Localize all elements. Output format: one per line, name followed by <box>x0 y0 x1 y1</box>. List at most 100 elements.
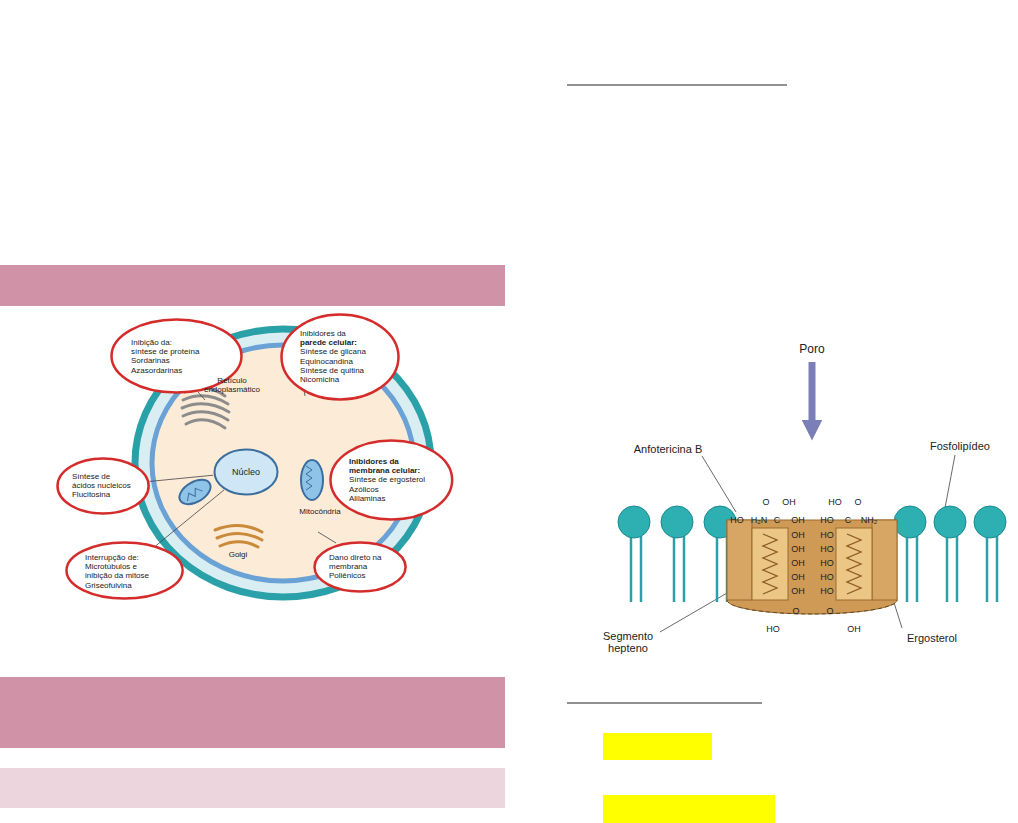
membrane-pore <box>763 534 777 594</box>
node-text: Núcleo <box>232 467 260 477</box>
chemical-group: HO <box>820 573 834 583</box>
node-text: Griseofulvina <box>85 580 132 589</box>
ellipse-outline <box>57 459 148 514</box>
mitochondrion <box>175 475 214 509</box>
node-text: Azasordarinas <box>131 365 182 374</box>
part-label: Anfotericina B <box>634 443 702 455</box>
golgi-apparatus <box>215 525 262 532</box>
leader-line <box>156 490 224 546</box>
membrane-pore <box>836 528 872 600</box>
node-text: Inibição da: <box>131 338 172 347</box>
organelle-label: Mitocôndria <box>299 508 340 517</box>
pore-arrow <box>812 362 813 430</box>
node-text: Dano direto na membrana <box>329 553 391 571</box>
mechanism-ellipse: Síntese de ácidos nucleicosFlucitosina <box>56 457 150 515</box>
node-text: Azólicos <box>349 485 379 494</box>
chemical-group: OH <box>791 573 805 583</box>
organelle-label: Retículo endoplasmático <box>200 377 264 395</box>
mechanism-ellipse: Inibidores daparede celular:Síntese de g… <box>280 313 400 401</box>
node-text: Síntese de glicana <box>300 348 366 357</box>
node-text: síntese de proteína <box>131 347 200 356</box>
section-band <box>0 768 505 808</box>
membrane-pore <box>727 600 897 614</box>
membrane-pore <box>727 520 897 614</box>
chemical-group: HO <box>766 625 780 635</box>
node-body: Dano direto na membranaPoliênicos <box>329 553 391 581</box>
highlight-mark <box>603 733 712 760</box>
membrane-pore <box>847 534 861 594</box>
node-body: Inibição da:síntese de proteínaSordarina… <box>131 338 221 375</box>
highlight-mark <box>603 795 775 823</box>
node-text: Alilaminas <box>349 494 385 503</box>
section-band <box>0 677 505 748</box>
chemical-group: HO <box>820 559 834 569</box>
node-text: Inibidores da membrana celular: <box>349 457 433 475</box>
phospholipid <box>683 536 686 602</box>
organelle-label: Golgi <box>229 551 248 560</box>
blank-underline <box>567 85 787 86</box>
leader-line <box>945 455 955 508</box>
mechanism-ellipse: Interrupção de: Microtúbulos e inibição … <box>65 541 184 600</box>
blank-underline <box>567 703 762 704</box>
chemical-group: C <box>774 516 781 526</box>
phospholipid <box>618 506 650 538</box>
section-band <box>0 265 505 306</box>
mechanism-ellipse: Inibidores da membrana celular:Síntese d… <box>329 439 454 521</box>
golgi-apparatus <box>217 533 262 540</box>
phospholipid <box>630 536 633 602</box>
phospholipid <box>974 506 1006 538</box>
ellipse-outline <box>330 441 452 520</box>
node-text: Síntese de ergosterol <box>349 475 425 484</box>
part-label: Segmento hepteno <box>596 630 660 654</box>
pore-arrow <box>809 362 816 430</box>
phospholipid <box>956 536 959 602</box>
endoplasmic-reticulum <box>186 420 225 428</box>
phospholipid <box>986 536 989 602</box>
mitochondrion <box>301 460 323 500</box>
node-text: Nicomicina <box>300 375 339 384</box>
membrane-pore <box>763 534 861 594</box>
leader-line <box>702 456 736 512</box>
section-band <box>0 265 505 808</box>
node-text: Sordarinas <box>131 356 170 365</box>
phospholipid <box>916 536 919 602</box>
nucleus-ellipse: Núcleo <box>213 448 279 496</box>
membrane-pore <box>727 520 752 600</box>
node-text: Síntese de ácidos nucleicos <box>72 472 134 490</box>
mitochondrion <box>306 466 312 490</box>
node-text: Síntese de quitina <box>300 366 364 375</box>
membrane-pore <box>727 520 897 614</box>
chemical-group: HO <box>730 516 744 526</box>
node-body: Síntese de ácidos nucleicosFlucitosina <box>72 472 134 500</box>
chemical-group: HO <box>820 587 834 597</box>
node-body: Inibidores da membrana celular:Síntese d… <box>349 457 433 503</box>
chemical-group: OH <box>791 587 805 597</box>
chemical-group: HO <box>820 545 834 555</box>
phospholipid <box>640 536 643 602</box>
chemical-group: O <box>762 498 769 508</box>
chemical-group: O <box>792 607 799 617</box>
chemical-group: OH <box>847 625 861 635</box>
node-text: Poliênicos <box>329 572 365 581</box>
phospholipid <box>716 536 719 602</box>
node-text: Flucitosina <box>72 491 110 500</box>
node-text: Inibidores da <box>300 329 346 338</box>
mechanism-ellipse: Dano direto na membranaPoliênicos <box>313 541 407 593</box>
chemical-group: OH <box>791 545 805 555</box>
phospholipid <box>996 536 999 602</box>
chemical-group: H₂N <box>751 516 768 526</box>
ellipse-outline <box>215 450 278 495</box>
golgi-apparatus <box>215 525 262 547</box>
node-text: Interrupção de: Microtúbulos e inibição … <box>85 553 165 581</box>
chemical-group: OH <box>791 516 805 526</box>
node-body: Núcleo <box>226 467 266 477</box>
chemical-group: O <box>854 498 861 508</box>
mitochondrion <box>184 486 203 501</box>
chemical-group: HO <box>820 531 834 541</box>
golgi-apparatus <box>220 542 258 547</box>
phospholipid <box>906 536 909 602</box>
